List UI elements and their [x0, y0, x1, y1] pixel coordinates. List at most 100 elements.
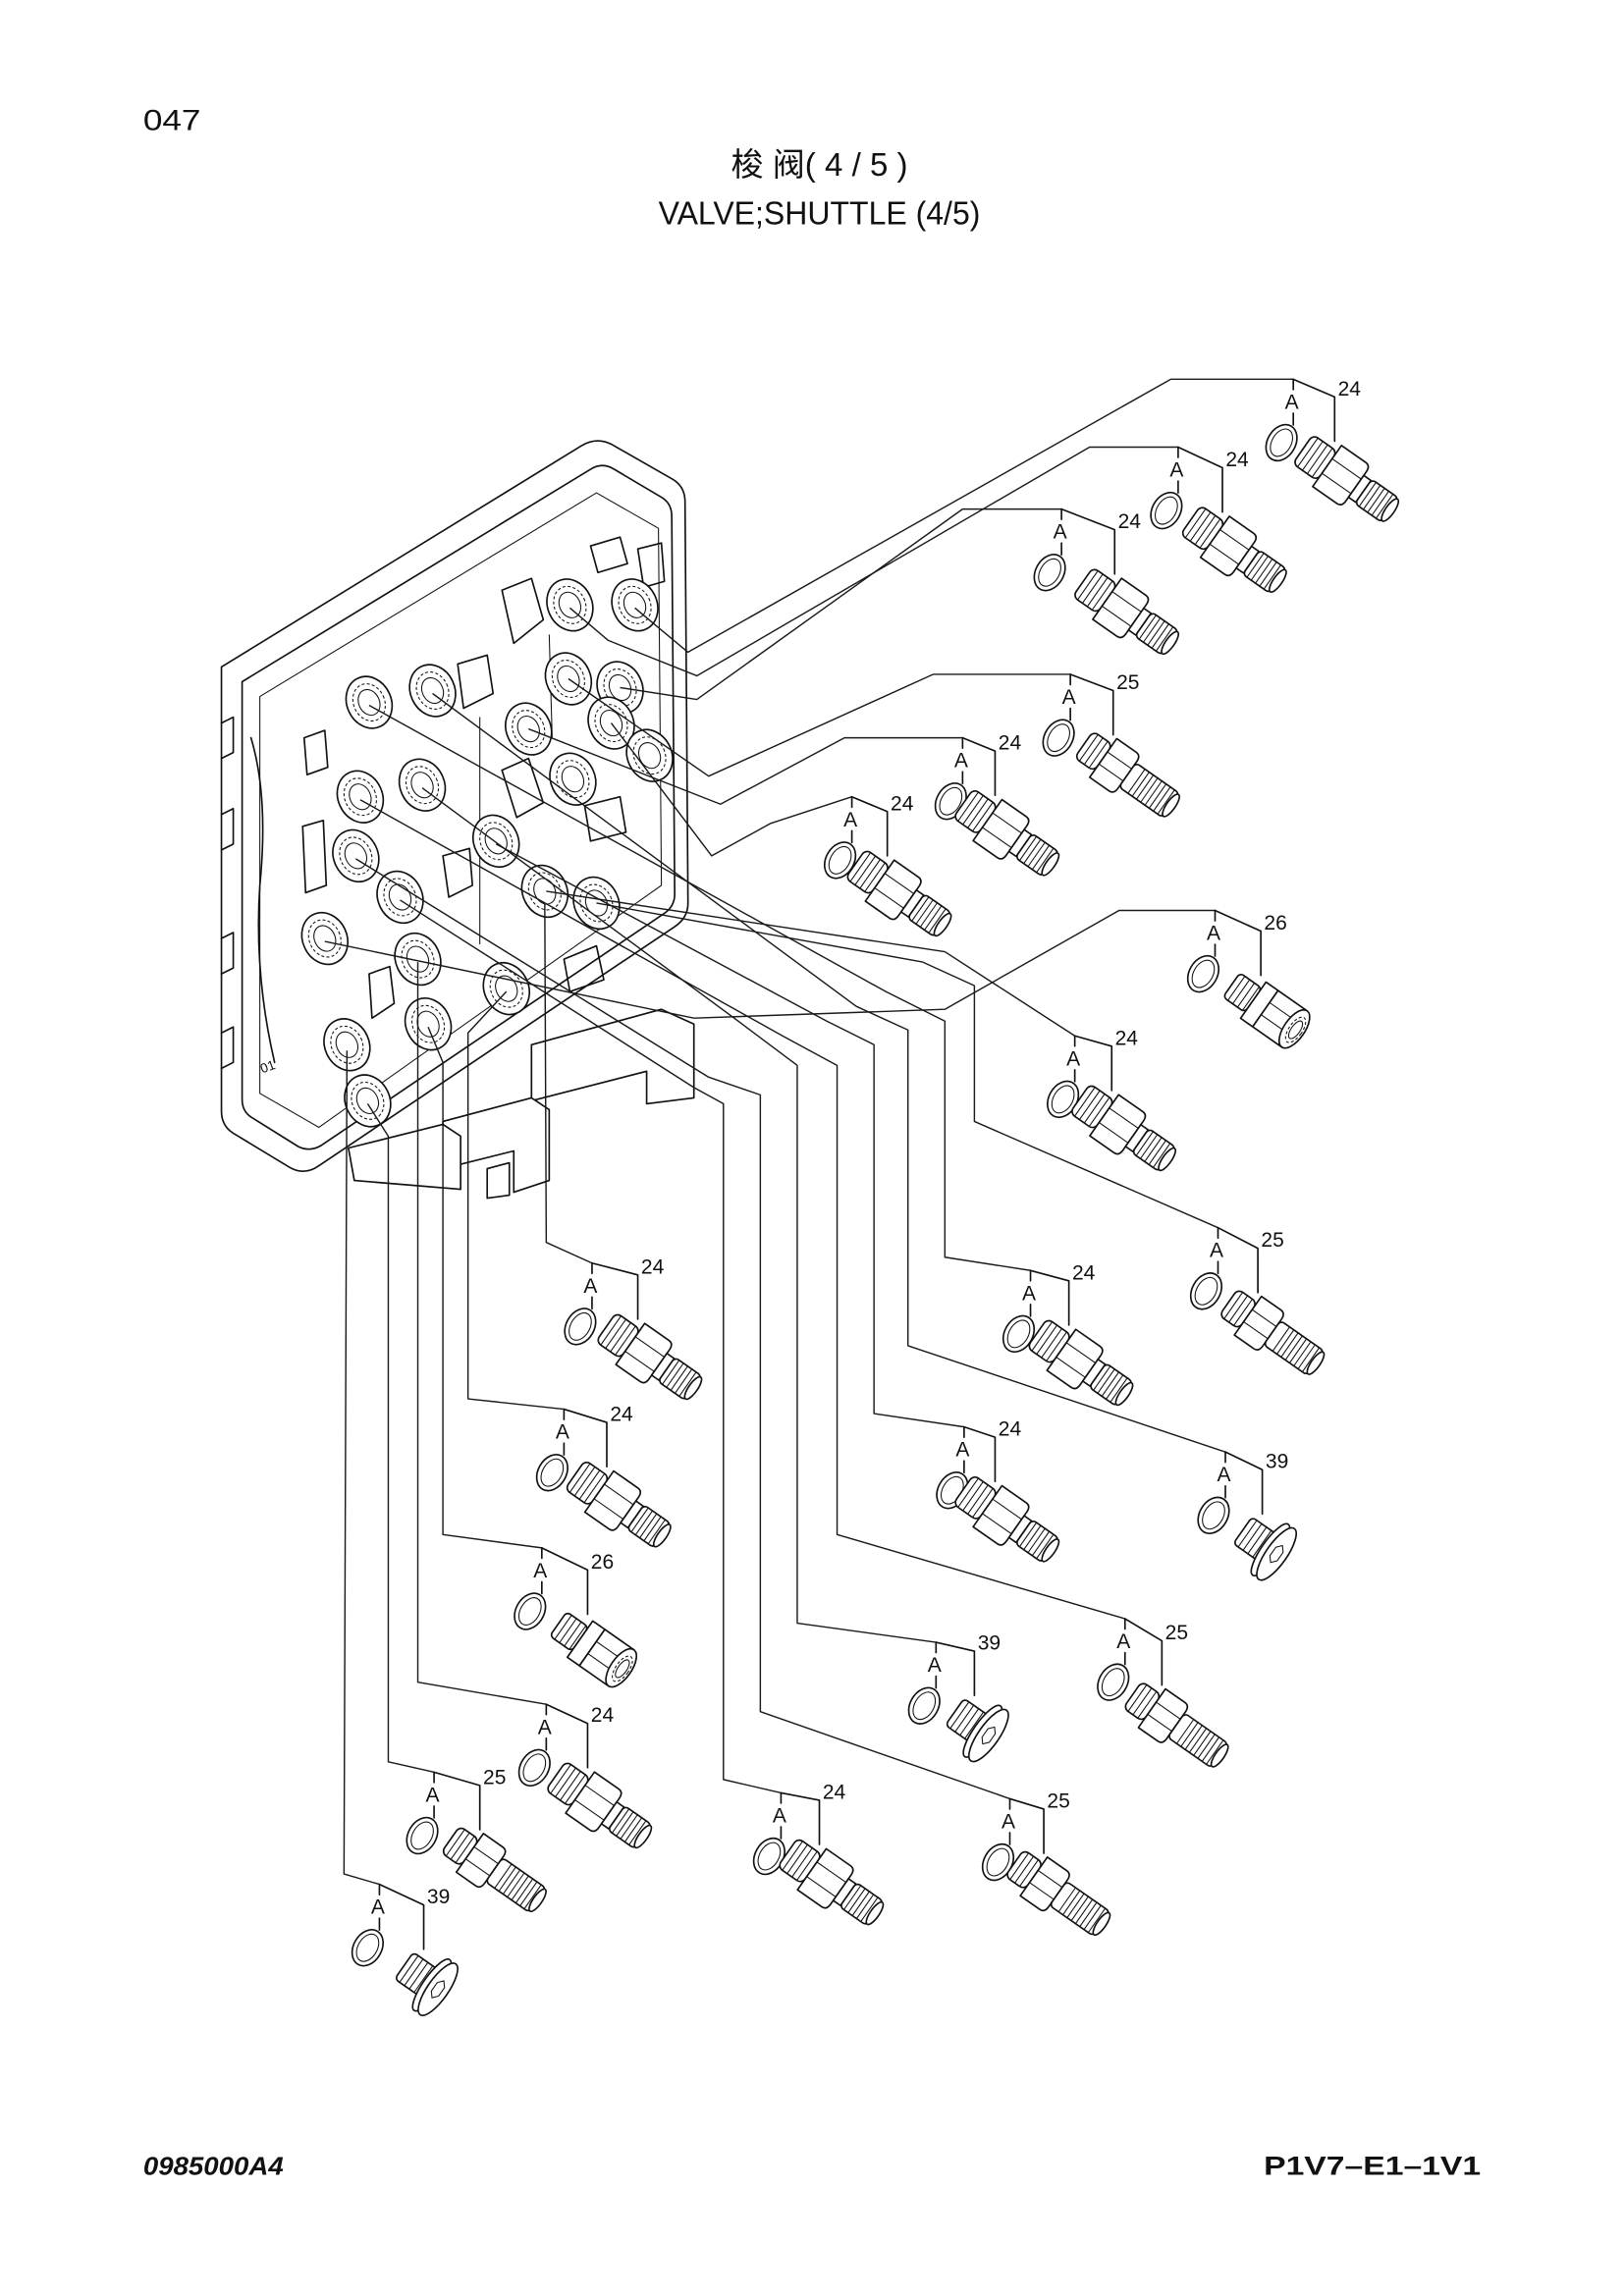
callout-ref-label: A [583, 1275, 597, 1298]
o-ring-inner [986, 1847, 1010, 1877]
block-inner-edge [259, 492, 663, 1129]
bore [1287, 1020, 1304, 1040]
valve-block: 01 [220, 440, 695, 1200]
thread-line [1083, 1094, 1106, 1124]
thread-line [1358, 482, 1377, 507]
callout-group: A25 [406, 1766, 547, 1913]
port-thread [405, 766, 440, 805]
hex-nut [1092, 577, 1150, 639]
bracket-line [1008, 1797, 1045, 1854]
o-ring-inner [410, 1821, 434, 1850]
callout-part-number: 24 [1072, 1261, 1096, 1284]
hex-facet [1102, 605, 1132, 627]
thread-line [1014, 1855, 1034, 1884]
leader-line [620, 507, 1062, 701]
thread-line [1276, 1329, 1295, 1355]
hex-facet [1109, 1107, 1139, 1129]
thread-line [849, 852, 872, 882]
port-bore [561, 766, 585, 793]
hex-facet [624, 1351, 655, 1372]
callout-part-number: 24 [1115, 1027, 1139, 1049]
hex-nut [1233, 1295, 1284, 1351]
hex-facet [1147, 1713, 1172, 1733]
thread-line [1293, 1341, 1312, 1366]
thread-line [1250, 556, 1269, 581]
adapter-long-icon [1006, 1850, 1111, 1937]
thread-line [502, 1869, 521, 1895]
o-ring-outer [1097, 1663, 1130, 1701]
thread-line [962, 1481, 984, 1512]
callout-ref-label: A [1022, 1282, 1036, 1305]
thread-line [1078, 733, 1099, 762]
o-ring-inner [1006, 1319, 1031, 1349]
o-ring-icon [1265, 423, 1298, 462]
thread-line [666, 1362, 684, 1388]
o-ring-inner [939, 786, 963, 816]
thread-line [1363, 485, 1381, 510]
leader-line [466, 990, 565, 1411]
thread-line [1027, 841, 1046, 868]
o-ring-icon [1197, 1496, 1230, 1534]
thread-line [1079, 1901, 1098, 1928]
o-ring-icon [1033, 554, 1066, 592]
thread-line [568, 1625, 587, 1650]
hex-socket-icon [1269, 1544, 1284, 1564]
port-hole [398, 758, 447, 812]
port-hole [408, 664, 457, 718]
hex-facet [874, 887, 904, 909]
thread-line [1036, 1324, 1057, 1355]
port-thread [527, 872, 562, 911]
callout-group: A39 [907, 1632, 1009, 1763]
callout-part-number: 24 [999, 732, 1022, 755]
thread-line [1110, 1377, 1128, 1403]
o-ring-inner [1047, 723, 1070, 753]
thread-line [854, 855, 877, 885]
bracket-line [1217, 1226, 1259, 1294]
thread-line [1082, 573, 1104, 604]
thread-line [1194, 514, 1217, 546]
end-face [1380, 498, 1400, 522]
end-face [1268, 568, 1287, 593]
port-hole [336, 770, 385, 824]
thread-line [847, 1888, 866, 1913]
port-thread [383, 878, 417, 917]
thread-line [611, 1808, 630, 1834]
thread-line [413, 1965, 434, 1994]
thread-line [1023, 1524, 1042, 1551]
hex-facet [992, 812, 1022, 834]
block-lower-boss [348, 1123, 461, 1191]
thread-line [957, 1477, 979, 1508]
block-pocket [442, 847, 473, 898]
callout-ref-label: A [1207, 923, 1220, 945]
block-lower-boss [530, 1008, 695, 1105]
thread-line [1297, 437, 1319, 468]
socket-icon [1223, 974, 1311, 1049]
hex-nut [565, 1771, 623, 1833]
thread-line [519, 1881, 538, 1906]
thread-line [1027, 1527, 1046, 1554]
thread-line [1201, 1736, 1220, 1762]
callout-part-number: 24 [823, 1781, 846, 1803]
leader-line [366, 1103, 435, 1774]
callout-part-number: 24 [591, 1704, 615, 1727]
callout-ref-label: A [1116, 1630, 1130, 1653]
o-ring-inner [1155, 496, 1178, 525]
thread-line [1247, 1526, 1268, 1555]
adapter-icon [1074, 568, 1180, 656]
port-rim [345, 675, 394, 729]
thread-line [1284, 1335, 1303, 1361]
end-face [933, 912, 952, 937]
leader-line [610, 722, 852, 857]
port-bore [608, 673, 632, 702]
thread-line [1246, 553, 1265, 578]
hex-nut [1088, 737, 1140, 793]
bracket-line [780, 1791, 821, 1845]
bracket-line [1123, 1618, 1164, 1686]
thread-line [678, 1371, 697, 1397]
port-thread [351, 1081, 385, 1120]
o-ring-outer [1265, 423, 1298, 462]
callout-ref-label: A [1054, 521, 1067, 544]
callout-group: A24 [934, 732, 1060, 877]
callout-part-number: 25 [1165, 1622, 1188, 1644]
